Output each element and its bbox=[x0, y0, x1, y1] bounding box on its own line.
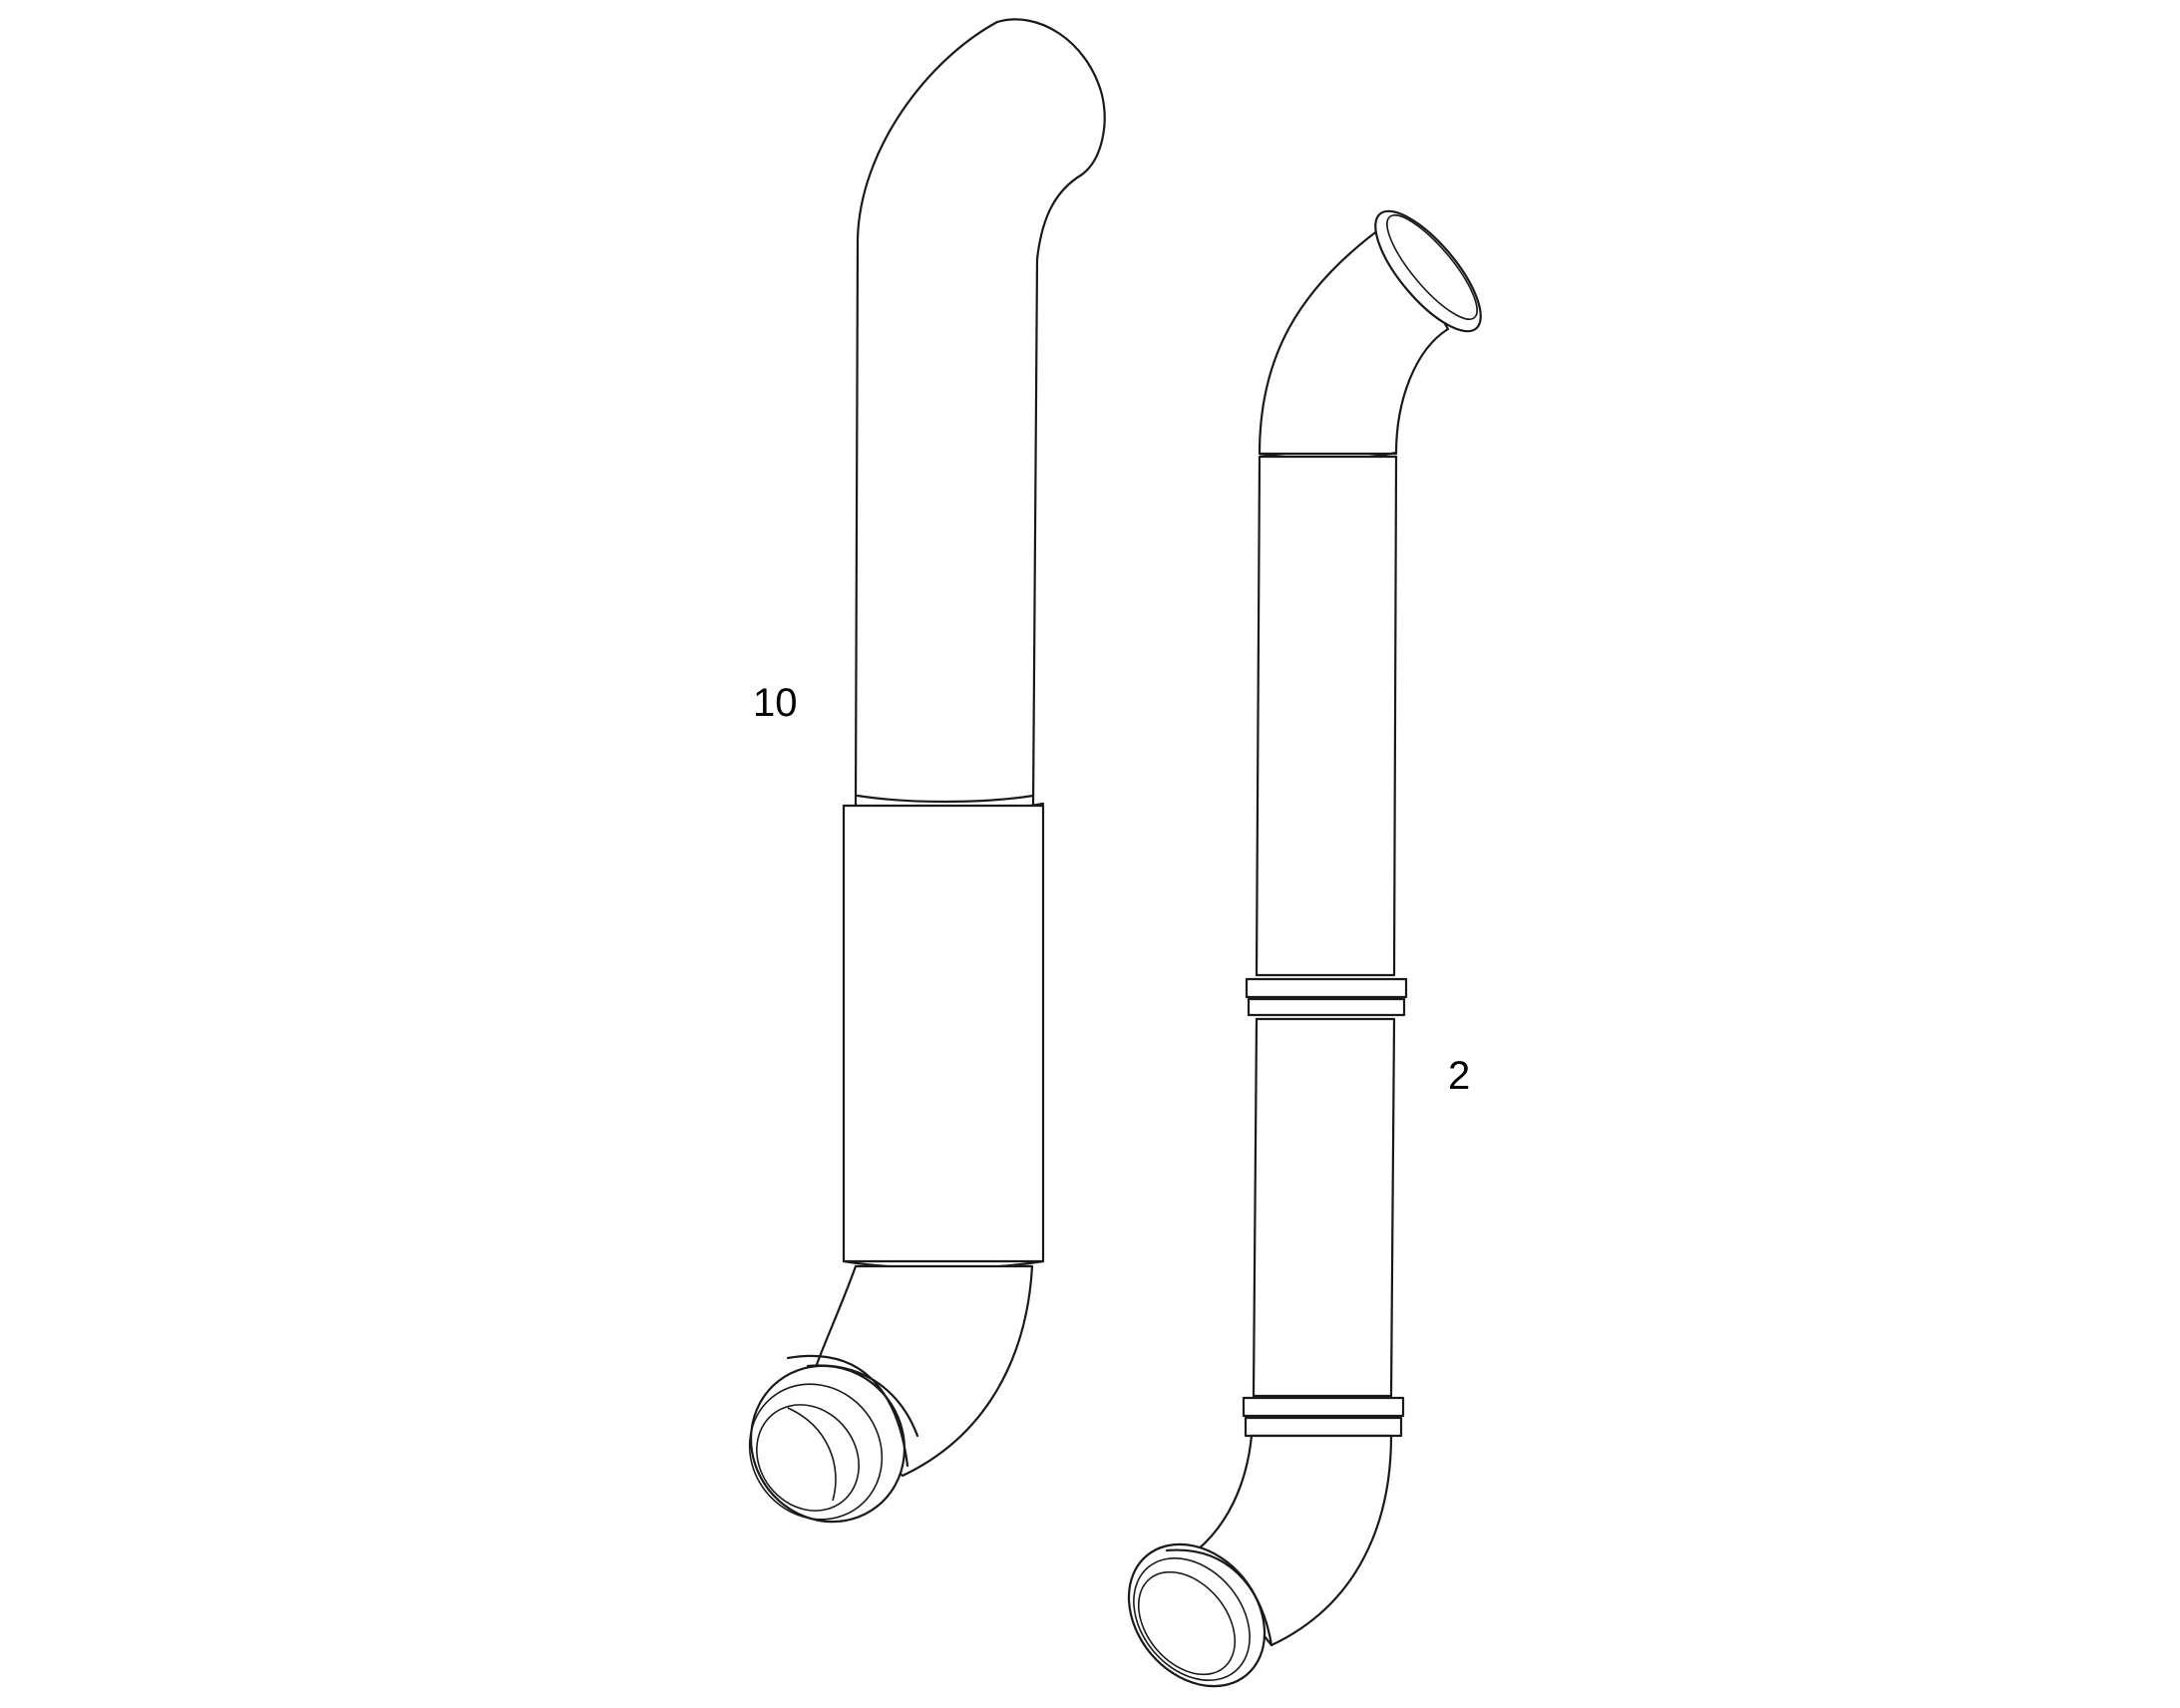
callout-label-left: 10 bbox=[753, 681, 798, 725]
pipe-left-upper-tube bbox=[854, 18, 1106, 810]
pipe-right-upper-ring-1 bbox=[1245, 977, 1408, 999]
pipe-left bbox=[748, 18, 1106, 1524]
pipe-right-top-flange-inner bbox=[1386, 214, 1478, 320]
pipe-left-flange-inner bbox=[756, 1404, 860, 1512]
pipe-left-sleeve-inner-edge bbox=[856, 794, 1035, 804]
pipe-right-upper-ring-2 bbox=[1247, 997, 1406, 1017]
pipe-right-bottom-flange-mid bbox=[1133, 1556, 1251, 1682]
pipe-left-flange-bore bbox=[787, 1407, 837, 1502]
pipe-left-flange-band bbox=[806, 1364, 919, 1438]
pipe-left-flange-mid bbox=[748, 1383, 884, 1521]
pipe-right-bottom-flange-band bbox=[1165, 1548, 1273, 1647]
pipe-right-bottom-flange-inner bbox=[1137, 1570, 1237, 1676]
callout-label-right: 2 bbox=[1448, 1054, 1470, 1098]
pipe-right-upper-tube bbox=[1255, 455, 1398, 977]
pipe-right-lower-tube bbox=[1252, 1017, 1396, 1398]
pipe-left-sleeve bbox=[842, 804, 1045, 1263]
pipe-right-top-flange bbox=[1374, 209, 1482, 333]
pipe-right-lower-ring-1 bbox=[1242, 1396, 1405, 1418]
pipe-left-flange-band-2 bbox=[786, 1354, 909, 1468]
pipe-right-lower-ring-2 bbox=[1244, 1416, 1403, 1438]
pipe-right bbox=[1127, 209, 1482, 1688]
